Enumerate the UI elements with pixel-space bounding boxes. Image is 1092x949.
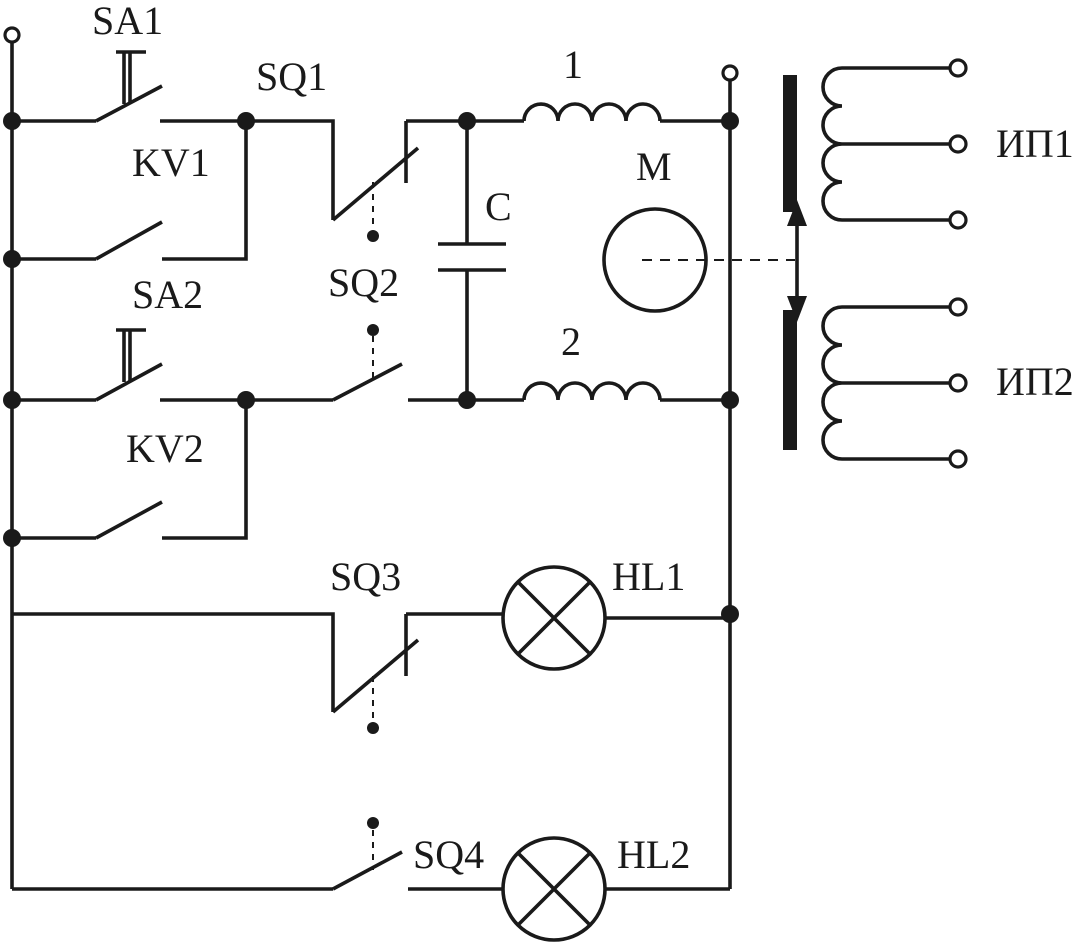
- motor-winding-1: [467, 102, 730, 123]
- label-coil-1: 1: [563, 42, 583, 87]
- sq3-limit-switch: [12, 612, 503, 734]
- label-hl2: HL2: [617, 832, 690, 877]
- right-supply-terminal: [721, 64, 739, 82]
- label-hl1: HL1: [612, 554, 685, 599]
- label-motor: M: [636, 144, 672, 189]
- label-capacitor: C: [485, 184, 512, 229]
- label-kv2: KV2: [126, 426, 204, 471]
- sq4-limit-switch: [12, 817, 503, 891]
- label-ip1: ИП1: [996, 121, 1074, 166]
- capacitor-c: [438, 121, 506, 400]
- right-rail: [721, 64, 739, 889]
- label-sq3: SQ3: [330, 554, 401, 599]
- sa2-pushbutton: [12, 328, 246, 402]
- label-coil-2: 2: [561, 319, 581, 364]
- motor-m: [602, 207, 795, 313]
- label-sa1: SA1: [92, 0, 163, 43]
- kv2-contact: [12, 400, 248, 540]
- label-sq1: SQ1: [256, 54, 327, 99]
- motor-winding-2: [467, 381, 730, 402]
- transducer-ip2: [821, 297, 968, 469]
- left-rail: [3, 26, 21, 889]
- sq1-limit-switch: [246, 119, 467, 242]
- kv1-contact: [12, 121, 248, 261]
- label-ip2: ИП2: [996, 359, 1074, 404]
- left-supply-terminal: [3, 26, 21, 44]
- label-sa2: SA2: [132, 272, 203, 317]
- label-sq2: SQ2: [328, 260, 399, 305]
- sq2-limit-switch: [246, 324, 467, 402]
- label-kv1: KV1: [132, 140, 210, 185]
- slider-bars: [783, 75, 807, 450]
- sa1-pushbutton: [12, 50, 246, 123]
- lamp-hl1: [501, 565, 730, 671]
- label-sq4: SQ4: [413, 832, 484, 877]
- lamp-hl2: [501, 836, 730, 942]
- transducer-ip1: [821, 58, 968, 230]
